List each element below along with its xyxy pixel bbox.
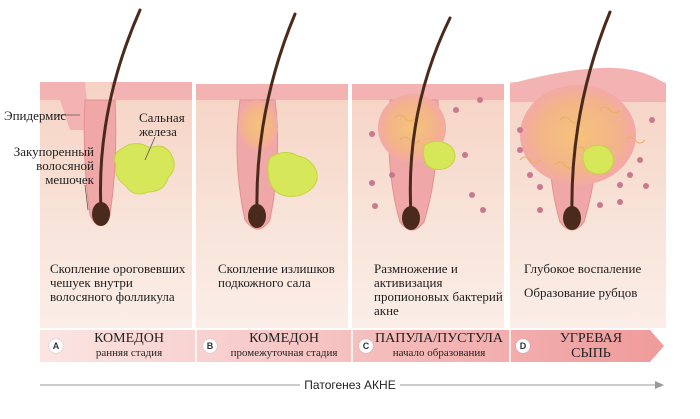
hair-d xyxy=(570,10,612,216)
gland-a xyxy=(114,143,175,195)
stage-a-title: КОМЕДОН xyxy=(94,331,164,346)
stage-d-description: Глубокое воспаление Образование рубцов xyxy=(524,261,642,300)
stage-c-letter: C xyxy=(359,339,373,353)
epidermis-c xyxy=(352,84,504,100)
epidermis-b xyxy=(196,84,348,100)
gland-d xyxy=(582,144,614,175)
epidermis-label: Эпидермис xyxy=(4,108,67,123)
stage-a-letter: A xyxy=(49,339,63,353)
stage-a-description: Скопление ороговевших чешуек внутри воло… xyxy=(50,261,186,304)
hair-c xyxy=(408,16,452,216)
hair-b xyxy=(255,12,297,214)
stage-c-description: Размножение и активизация пропионовых ба… xyxy=(374,261,503,318)
stage-c-subtitle: начало образования xyxy=(392,347,486,359)
gland-b xyxy=(267,152,318,197)
pathogenesis-caption: Патогенез АКНЕ xyxy=(0,378,700,392)
stage-banner xyxy=(40,330,664,362)
stage-b-title: КОМЕДОН xyxy=(249,331,319,346)
pointer-lines xyxy=(54,114,156,211)
stage-b-subtitle: промежуточная стадия xyxy=(230,347,338,359)
stage-d-subtitle: СЫПЬ xyxy=(571,346,611,361)
lesion-b xyxy=(238,100,278,150)
sebaceous-glands xyxy=(114,140,614,197)
epidermis-a xyxy=(40,82,90,130)
stage-c-title: ПАПУЛА/ПУСТУЛА xyxy=(374,331,503,346)
epidermis-a2 xyxy=(110,82,192,100)
hairs xyxy=(99,8,612,216)
follicle-label: Закупоренный волосяной мешочек xyxy=(13,144,94,187)
bacteria-d xyxy=(517,117,655,213)
stage-b-description: Скопление излишков подкожного сала xyxy=(218,261,335,290)
stage-d-title: УГРЕВАЯ xyxy=(559,331,623,346)
hair-a xyxy=(99,8,142,212)
bacteria-c xyxy=(369,97,486,213)
stage-d-letter: D xyxy=(516,339,530,353)
stage-a-subtitle: ранняя стадия xyxy=(95,347,163,359)
gland-label: Сальная железа xyxy=(139,110,185,139)
stage-b-letter: B xyxy=(203,339,217,353)
hair-bulbs xyxy=(92,202,581,230)
caption-text: Патогенез АКНЕ xyxy=(300,378,400,392)
gland-c xyxy=(422,140,456,170)
